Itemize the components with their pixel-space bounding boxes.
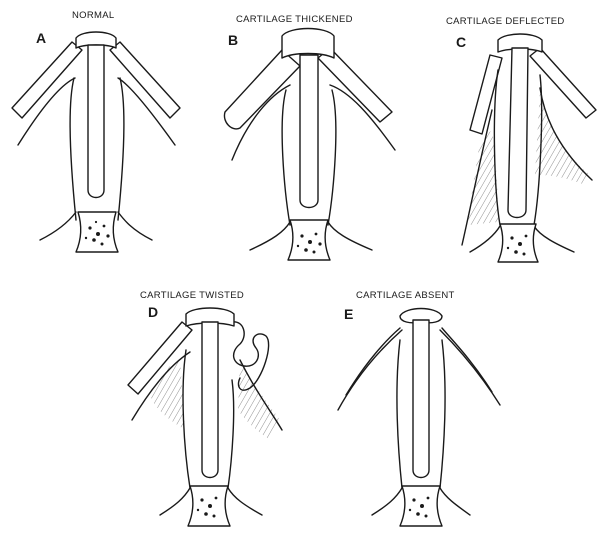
panel-c-letter: C	[456, 34, 466, 50]
panel-c-caption: CARTILAGE DEFLECTED	[446, 16, 565, 27]
panel-b-base	[288, 220, 330, 260]
panel-e-drawing	[338, 309, 500, 527]
panel-b-right-bar	[318, 48, 392, 122]
panel-b-letter: B	[228, 32, 238, 48]
panel-d-drawing	[128, 308, 282, 526]
panel-b-left-bar	[224, 50, 300, 129]
panel-e-letter: E	[344, 306, 353, 322]
panel-e-shaft	[413, 320, 429, 478]
panel-a-base	[76, 212, 118, 252]
panel-b-drawing	[224, 29, 395, 261]
panel-c-left-bar	[470, 55, 502, 134]
panel-c-drawing	[462, 34, 596, 262]
panel-b-shaft	[300, 55, 318, 208]
panel-d-letter: D	[148, 304, 158, 320]
panel-a-drawing	[12, 32, 180, 252]
panel-b-caption: CARTILAGE THICKENED	[236, 14, 353, 25]
panel-b-cap	[282, 29, 334, 59]
panel-c-base	[498, 224, 538, 262]
panel-d-caption: CARTILAGE TWISTED	[140, 290, 244, 301]
panel-a-shaft	[88, 45, 104, 198]
panel-e-caption: CARTILAGE ABSENT	[356, 290, 455, 301]
panel-a-caption: NORMAL	[72, 10, 114, 21]
panel-c-shaft	[508, 48, 528, 218]
panel-d-shaft	[202, 322, 218, 478]
panel-a-letter: A	[36, 30, 46, 46]
